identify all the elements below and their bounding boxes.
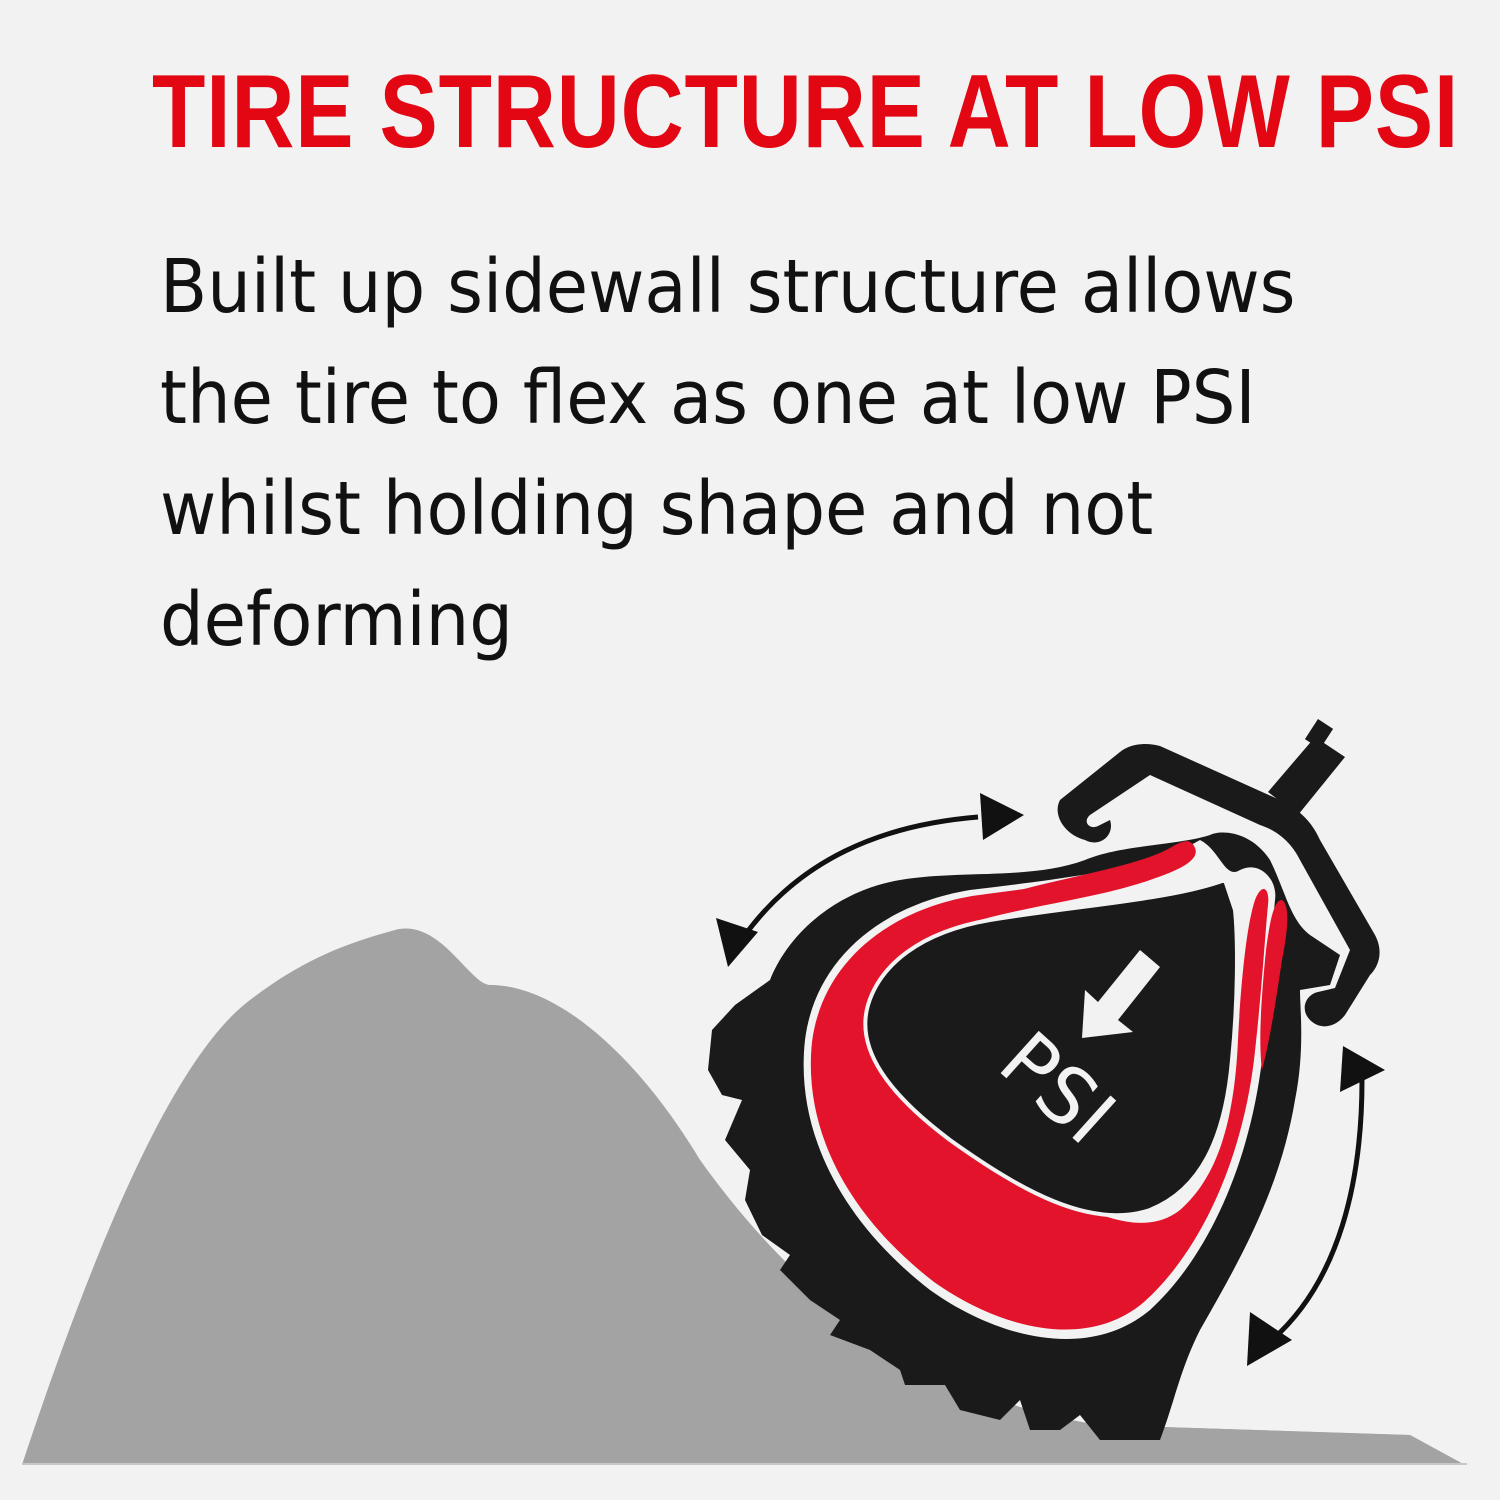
flex-arrow-upper-left-icon (716, 793, 1024, 967)
description-line: Built up sidewall structure allows (160, 244, 1296, 330)
description-line: deforming (160, 577, 513, 663)
flex-arrow-right-icon (1247, 1046, 1385, 1366)
bead-insert-right (1260, 900, 1288, 1070)
valve-stem (1268, 719, 1345, 815)
description-line: whilst holding shape and not (160, 466, 1154, 552)
bead-insert-upper (990, 841, 1196, 900)
pressure-arrow-icon (1082, 950, 1160, 1038)
page-title: TIRE STRUCTURE AT LOW PSI (152, 54, 1460, 170)
rim (1057, 744, 1380, 1027)
description-paragraph: Built up sidewall structure allows the t… (160, 232, 1369, 676)
description-line: the tire to flex as one at low PSI (160, 355, 1256, 441)
ground-line (22, 1463, 1467, 1465)
sidewall-insert (810, 848, 1269, 1330)
